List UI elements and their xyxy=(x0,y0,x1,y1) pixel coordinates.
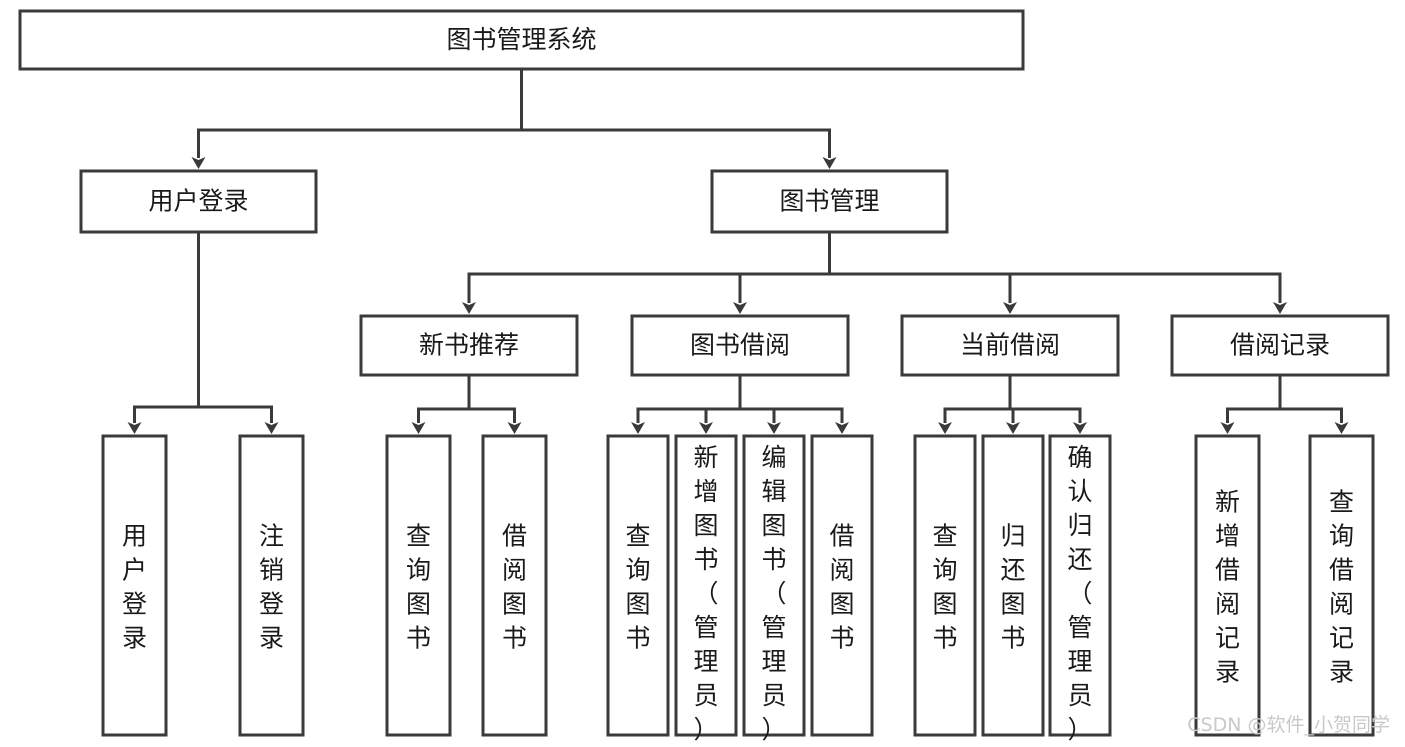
node-book-management-label: 图书管理 xyxy=(779,187,879,216)
edge-root-to-book-management xyxy=(520,69,837,169)
node-current-borrow-label: 当前借阅 xyxy=(960,331,1060,360)
node-leaf-return-book[interactable]: 归还图书 xyxy=(981,434,1045,737)
node-new-book-recommend[interactable]: 新书推荐 xyxy=(359,314,579,377)
node-current-borrow[interactable]: 当前借阅 xyxy=(900,314,1120,377)
node-leaf-return-book-box[interactable] xyxy=(981,434,1045,737)
node-user-login[interactable]: 用户登录 xyxy=(79,169,318,234)
node-current-borrow-box[interactable] xyxy=(900,314,1120,377)
node-leaf-add-book[interactable]: 新增图书（管理员） xyxy=(674,434,738,744)
node-leaf-query-record[interactable]: 查询借阅记录 xyxy=(1308,434,1375,737)
edge-book-management-to-new-book-recommend xyxy=(462,232,831,314)
node-leaf-edit-book[interactable]: 编辑图书（管理员） xyxy=(742,434,806,744)
node-leaf-logout[interactable]: 注销登录 xyxy=(238,434,305,737)
node-borrow-record-box[interactable] xyxy=(1170,314,1390,377)
node-leaf-borrow-book[interactable]: 借阅图书 xyxy=(810,434,874,737)
node-leaf-confirm-return[interactable]: 确认归还（管理员） xyxy=(1048,434,1112,744)
node-root[interactable]: 图书管理系统 xyxy=(18,9,1025,71)
edge-book-borrow-to-leaf-query-book-borrow xyxy=(631,375,742,434)
edge-current-borrow-to-leaf-confirm-return xyxy=(1008,375,1087,434)
node-book-borrow[interactable]: 图书借阅 xyxy=(630,314,850,377)
edge-book-management-to-current-borrow xyxy=(828,232,1017,314)
node-leaf-query-book-rec[interactable]: 查询图书 xyxy=(385,434,452,737)
node-new-book-recommend-box[interactable] xyxy=(359,314,579,377)
node-leaf-borrow-book-rec-box[interactable] xyxy=(481,434,548,737)
node-root-box[interactable] xyxy=(18,9,1025,71)
edge-book-borrow-to-leaf-borrow-book xyxy=(738,375,849,434)
node-leaf-query-book-borrow-box[interactable] xyxy=(606,434,670,737)
node-leaf-query-book-current[interactable]: 查询图书 xyxy=(913,434,977,737)
node-leaf-query-book-rec-label: 查询图书 xyxy=(406,522,431,653)
csdn-watermark: CSDN @软件_小贺同学 xyxy=(1187,714,1390,736)
node-leaf-edit-book-label: 编辑图书（管理员） xyxy=(761,443,786,744)
node-leaf-borrow-book-label: 借阅图书 xyxy=(829,522,854,653)
node-leaf-add-record-label: 新增借阅记录 xyxy=(1215,488,1240,687)
node-leaf-user-login-label: 用户登录 xyxy=(122,522,147,653)
edge-current-borrow-to-leaf-query-book-current xyxy=(938,375,1012,434)
edge-book-management-to-borrow-record xyxy=(828,232,1287,314)
edge-user-login-to-leaf-user-login xyxy=(127,232,200,434)
node-layer: 图书管理系统用户登录图书管理新书推荐图书借阅当前借阅借阅记录用户登录注销登录查询… xyxy=(18,9,1390,744)
node-leaf-add-record[interactable]: 新增借阅记录 xyxy=(1194,434,1261,737)
node-root-label: 图书管理系统 xyxy=(446,25,596,54)
edge-root-to-user-login xyxy=(191,69,523,169)
node-borrow-record-label: 借阅记录 xyxy=(1230,331,1330,360)
node-leaf-add-record-box[interactable] xyxy=(1194,434,1261,737)
node-book-management[interactable]: 图书管理 xyxy=(710,169,949,234)
edge-borrow-record-to-leaf-query-record xyxy=(1278,375,1349,434)
edge-book-borrow-to-leaf-add-book xyxy=(699,375,742,434)
edge-borrow-record-to-leaf-add-record xyxy=(1220,375,1282,434)
node-leaf-query-record-label: 查询借阅记录 xyxy=(1329,488,1354,687)
node-leaf-confirm-return-label: 确认归还（管理员） xyxy=(1067,443,1092,744)
node-leaf-edit-book-box[interactable] xyxy=(742,434,806,737)
node-leaf-query-book-borrow-label: 查询图书 xyxy=(625,522,650,653)
node-book-borrow-box[interactable] xyxy=(630,314,850,377)
node-leaf-user-login-box[interactable] xyxy=(101,434,168,737)
node-user-login-label: 用户登录 xyxy=(148,187,248,216)
node-leaf-add-book-box[interactable] xyxy=(674,434,738,737)
edge-new-book-recommend-to-leaf-query-book-rec xyxy=(411,375,471,434)
node-leaf-add-book-label: 新增图书（管理员） xyxy=(693,443,718,744)
node-leaf-borrow-book-box[interactable] xyxy=(810,434,874,737)
node-leaf-query-book-current-label: 查询图书 xyxy=(932,522,957,653)
edge-user-login-to-leaf-logout xyxy=(197,232,279,434)
node-book-management-box[interactable] xyxy=(710,169,949,234)
node-book-borrow-label: 图书借阅 xyxy=(690,331,790,360)
node-leaf-logout-label: 注销登录 xyxy=(259,522,284,653)
connector-layer xyxy=(127,69,1349,434)
node-borrow-record[interactable]: 借阅记录 xyxy=(1170,314,1390,377)
node-leaf-borrow-book-rec-label: 借阅图书 xyxy=(502,522,527,653)
edge-book-borrow-to-leaf-edit-book xyxy=(738,375,781,434)
node-new-book-recommend-label: 新书推荐 xyxy=(419,331,519,360)
edge-new-book-recommend-to-leaf-borrow-book-rec xyxy=(467,375,522,434)
node-leaf-query-book-rec-box[interactable] xyxy=(385,434,452,737)
node-user-login-box[interactable] xyxy=(79,169,318,234)
node-leaf-confirm-return-box[interactable] xyxy=(1048,434,1112,737)
node-leaf-borrow-book-rec[interactable]: 借阅图书 xyxy=(481,434,548,737)
node-leaf-query-record-box[interactable] xyxy=(1308,434,1375,737)
node-leaf-logout-box[interactable] xyxy=(238,434,305,737)
edge-book-management-to-book-borrow xyxy=(733,232,831,314)
node-leaf-query-book-borrow[interactable]: 查询图书 xyxy=(606,434,670,737)
node-leaf-user-login[interactable]: 用户登录 xyxy=(101,434,168,737)
node-leaf-return-book-label: 归还图书 xyxy=(1000,522,1025,653)
node-leaf-query-book-current-box[interactable] xyxy=(913,434,977,737)
